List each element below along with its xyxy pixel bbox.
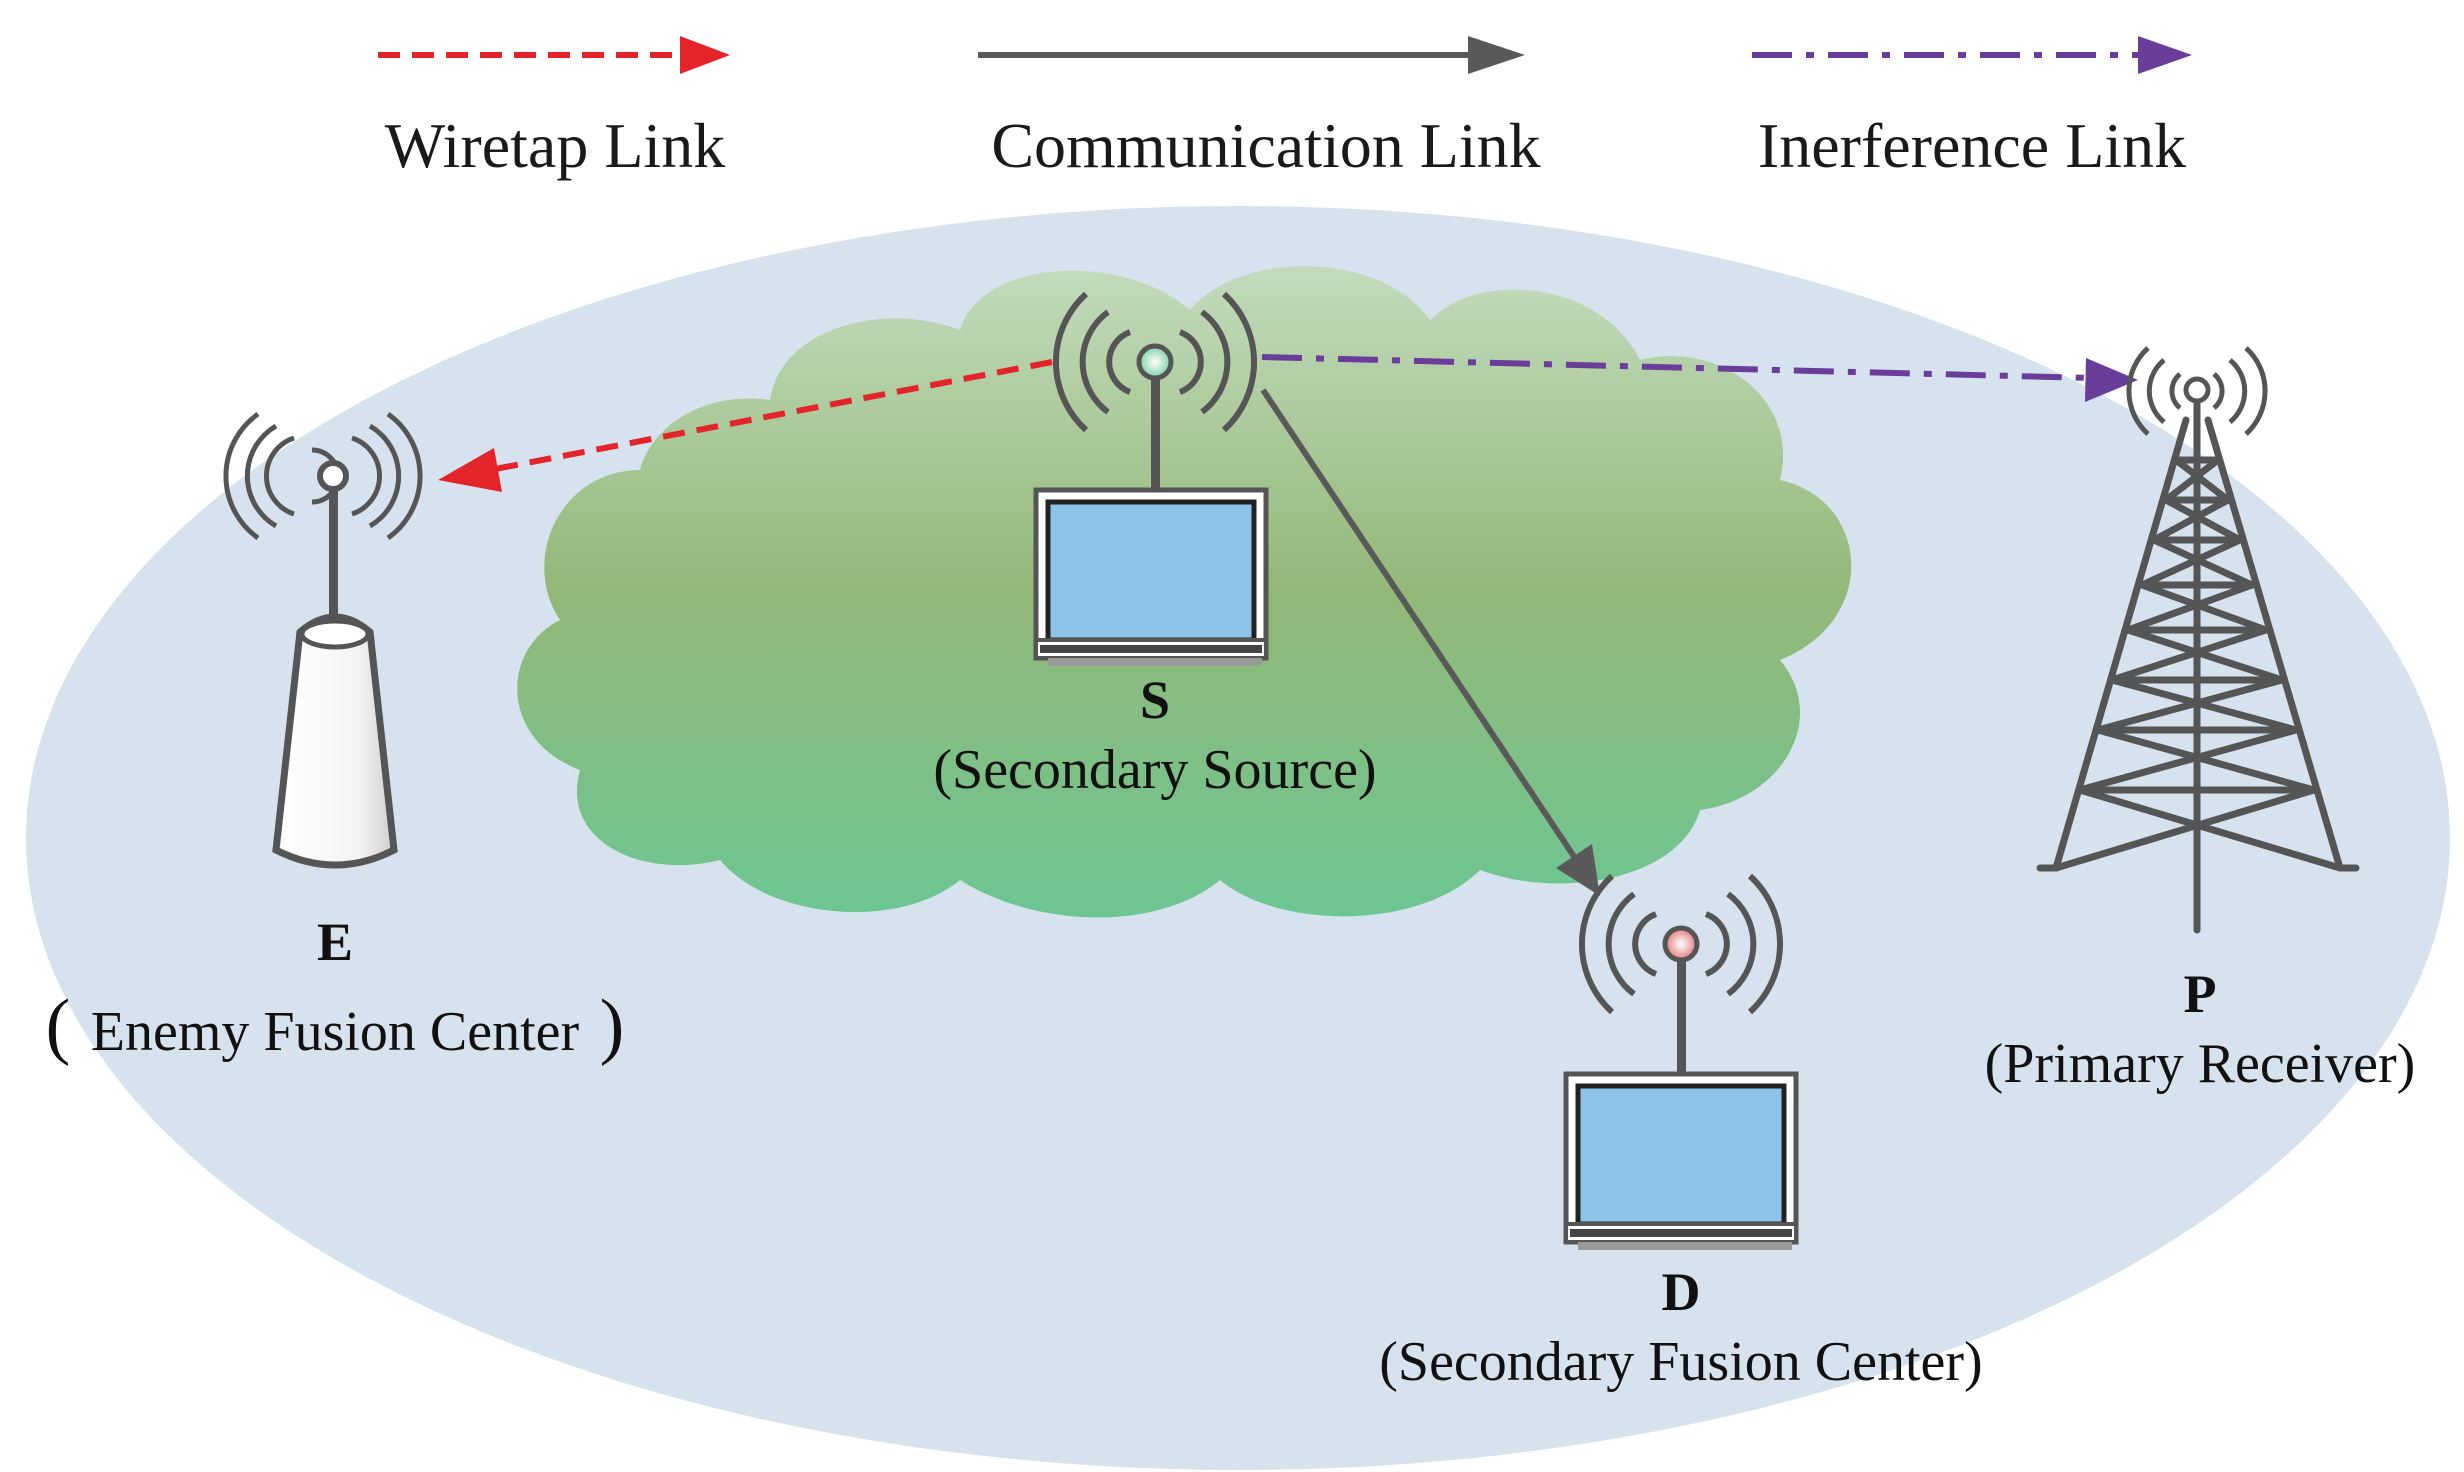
wiretap-arrowhead [680,36,730,74]
node-e-letter: E [317,912,353,972]
legend-communication: Communication Link [978,36,1541,181]
node-d-letter: D [1662,1262,1701,1322]
legend-wiretap-label: Wiretap Link [385,110,725,181]
node-d-description: (Secondary Fusion Center) [1379,1331,1982,1393]
node-s-letter: S [1140,670,1170,730]
legend-interference: Inerference Link [1752,36,2192,181]
link-wiretap [438,359,1053,492]
node-p-description: (Primary Receiver) [1985,1033,2416,1095]
laptop-antenna-icon-destination [1563,873,1799,1250]
legend: Wiretap Link Communication Link Inerfere… [378,36,2192,181]
node-e-close-paren: ) [600,985,625,1067]
router-antenna-icon [223,411,423,869]
node-e-description: ( Enemy Fusion Center ) [46,985,625,1067]
interference-arrowhead [2138,36,2192,74]
cell-tower-icon [2036,346,2360,934]
laptop-antenna-icon [1033,291,1269,666]
node-s-description: (Secondary Source) [933,739,1376,801]
legend-interference-label: Inerference Link [1758,110,2186,181]
node-e-description-text: Enemy Fusion Center [91,1001,580,1063]
node-e-open-paren: ( [46,985,71,1067]
link-communication [1260,388,1600,896]
legend-communication-label: Communication Link [991,110,1540,181]
communication-arrowhead [1468,36,1525,74]
node-p-letter: P [2184,964,2217,1024]
link-interference [1261,354,2138,402]
legend-wiretap: Wiretap Link [378,36,730,181]
